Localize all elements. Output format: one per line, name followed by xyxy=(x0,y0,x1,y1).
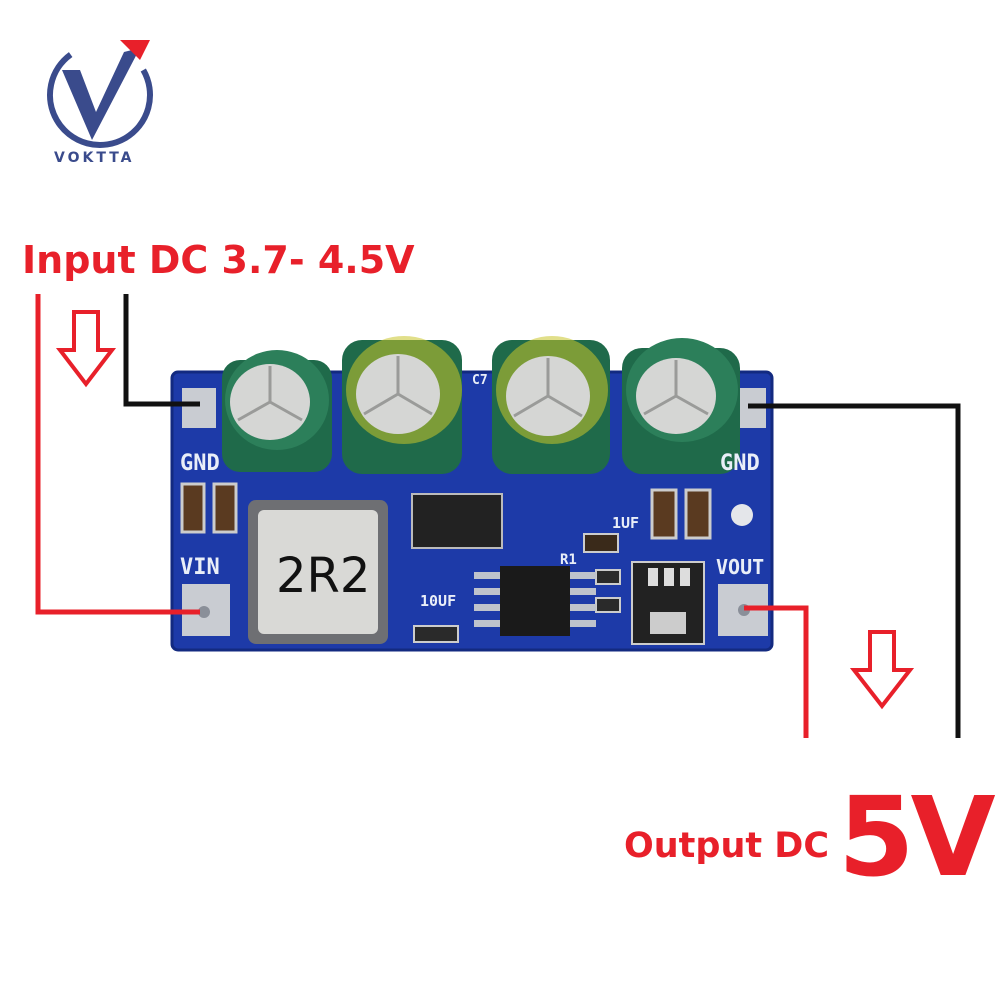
silk-vout: VOUT xyxy=(716,555,764,579)
silk-gnd-left: GND xyxy=(180,451,220,476)
inductor-marking: 2R2 xyxy=(276,548,370,604)
capacitor-3 xyxy=(492,336,610,474)
silk-gnd-right: GND xyxy=(720,451,760,476)
input-red-wire xyxy=(35,294,200,615)
brand-name: VOKTTA xyxy=(54,150,135,166)
silk-c7: C7 xyxy=(472,373,488,388)
output-voltage-value: 5V xyxy=(838,773,996,901)
output-arrow-icon xyxy=(849,630,915,710)
capacitor-2 xyxy=(342,336,462,474)
input-arrow-icon xyxy=(55,310,117,388)
output-voltage-label: Output DC xyxy=(624,826,830,866)
capacitor-4 xyxy=(622,338,740,474)
pad-gnd-left xyxy=(182,388,216,428)
silk-r1: R1 xyxy=(560,552,577,568)
input-black-wire xyxy=(123,294,200,407)
silk-cap-10uf: 10UF xyxy=(420,592,456,610)
silk-vin: VIN xyxy=(180,555,220,580)
output-red-wire xyxy=(744,605,809,738)
input-voltage-label: Input DC 3.7- 4.5V xyxy=(22,238,415,282)
silk-cap-1uf: 1UF xyxy=(612,514,639,532)
output-black-wire xyxy=(748,403,961,738)
capacitor-1 xyxy=(222,350,332,472)
voktta-logo xyxy=(46,40,153,148)
